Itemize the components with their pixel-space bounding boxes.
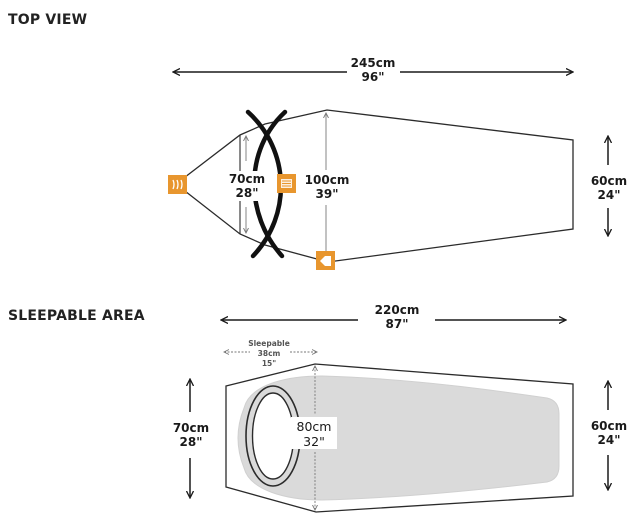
sleep-head-width-cm: 80cm: [297, 419, 332, 434]
sleep-length-cm: 220cm: [375, 303, 420, 317]
sleepable-label: Sleepable: [248, 339, 290, 348]
sleep-foot-width-cm: 60cm: [591, 419, 627, 433]
sleep-left-width-cm: 70cm: [173, 421, 209, 435]
vestibule-label-bg: [227, 171, 267, 201]
vestibule-width-cm: 70cm: [229, 172, 265, 186]
stake-point-icon: [316, 251, 335, 270]
top-length-cm: 245cm: [351, 56, 396, 70]
top-foot-width-cm: 60cm: [591, 174, 627, 188]
sleep-left-width-in: 28": [180, 435, 203, 449]
door-icon: [277, 174, 296, 193]
top-view-heading: TOP VIEW: [8, 12, 87, 28]
head-width-in: 39": [316, 187, 339, 201]
sleepable-cm: 38cm: [258, 349, 281, 358]
head-width-cm: 100cm: [305, 173, 350, 187]
vestibule-width-in: 28": [236, 186, 259, 200]
sleep-head-width-in: 32": [303, 434, 325, 449]
top-length-in: 96": [362, 70, 385, 84]
sleepable-in: 15": [262, 359, 276, 368]
vent-icon: [168, 175, 187, 194]
hood-opening: [251, 392, 295, 480]
sleep-head-label-bg: [291, 417, 337, 449]
sleepable-heading: SLEEPABLE AREA: [8, 308, 145, 324]
top-foot-width-in: 24": [598, 188, 621, 202]
sleep-length-in: 87": [386, 317, 409, 331]
sleeping-bag-shape: [237, 375, 560, 501]
sleep-foot-width-in: 24": [598, 433, 621, 447]
